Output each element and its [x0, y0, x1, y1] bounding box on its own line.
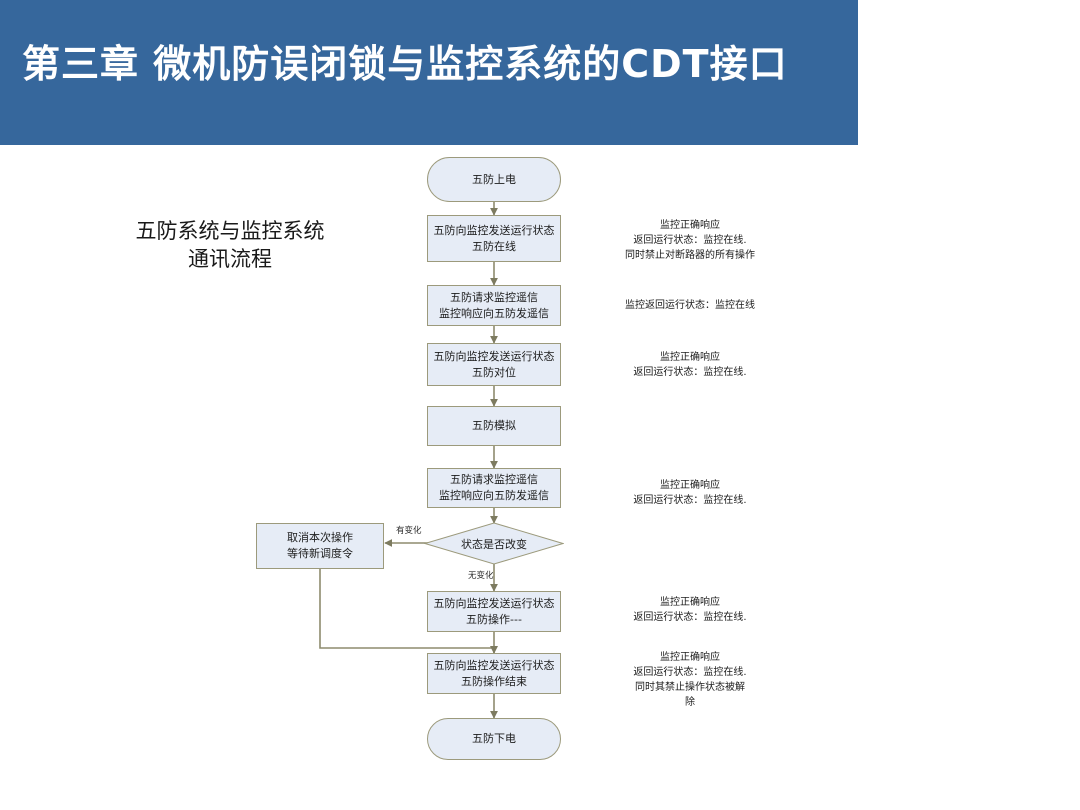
annotation-response-5-line-1: 监控正确响应 — [660, 597, 720, 608]
flow-node-send-status-operation-end-line-2: 五防操作结束 — [461, 674, 527, 688]
flow-node-send-status-online-line-2: 五防在线 — [472, 239, 516, 253]
flow-node-simulate-line-1: 五防模拟 — [472, 419, 516, 433]
annotation-response-2-line-1: 监控返回运行状态：监控在线 — [625, 300, 755, 311]
flow-node-send-status-aligned-line-2: 五防对位 — [472, 365, 516, 379]
flowchart-caption-line-1: 五防系统与监控系统 — [135, 219, 325, 243]
annotation-response-1-line-2: 返回运行状态：监控在线. — [633, 235, 747, 246]
flowchart-connectors — [319, 202, 498, 719]
flow-node-send-status-aligned-line-1: 五防向监控发送运行状态 — [433, 349, 555, 363]
annotation-response-4: 监控正确响应 返回运行状态：监控在线. — [590, 478, 790, 508]
flow-node-send-status-operation-end[interactable]: 五防向监控发送运行状态 五防操作结束 — [427, 653, 561, 694]
annotation-response-3-line-2: 返回运行状态：监控在线. — [633, 367, 747, 378]
flow-node-request-telemetry-1[interactable]: 五防请求监控遥信 监控响应向五防发遥信 — [427, 285, 561, 326]
annotation-response-6-line-3: 同时其禁止操作状态被解 — [635, 682, 745, 693]
annotation-response-1: 监控正确响应 返回运行状态：监控在线. 同时禁止对断路器的所有操作 — [590, 218, 790, 263]
annotation-response-4-line-1: 监控正确响应 — [660, 480, 720, 491]
annotation-response-1-line-3: 同时禁止对断路器的所有操作 — [625, 250, 755, 261]
flow-node-send-status-aligned[interactable]: 五防向监控发送运行状态 五防对位 — [427, 343, 561, 386]
flow-node-send-status-online-line-1: 五防向监控发送运行状态 — [433, 223, 555, 237]
annotation-response-5-line-2: 返回运行状态：监控在线. — [633, 612, 747, 623]
flow-node-send-status-operating-line-2: 五防操作--- — [466, 612, 522, 626]
annotation-response-3-line-1: 监控正确响应 — [660, 352, 720, 363]
flowchart-diagram: 五防上电 五防向监控发送运行状态 五防在线 五防请求监控遥信 监控响应向五防发遥… — [0, 145, 1080, 810]
flow-node-end[interactable]: 五防下电 — [427, 718, 561, 760]
flowchart-caption: 五防系统与监控系统 通讯流程 — [100, 218, 360, 273]
flow-node-cancel-operation[interactable]: 取消本次操作 等待新调度令 — [256, 523, 384, 569]
flow-node-start[interactable]: 五防上电 — [427, 157, 561, 202]
flow-node-end-line-1: 五防下电 — [472, 732, 516, 746]
annotation-response-4-line-2: 返回运行状态：监控在线. — [633, 495, 747, 506]
edge-label-unchanged: 无变化 — [468, 571, 494, 581]
title-banner: 第三章 微机防误闭锁与监控系统的CDT接口 — [0, 0, 858, 145]
flow-node-send-status-online[interactable]: 五防向监控发送运行状态 五防在线 — [427, 215, 561, 262]
flow-node-request-telemetry-1-line-1: 五防请求监控遥信 — [450, 290, 538, 304]
edge-label-changed: 有变化 — [396, 526, 422, 536]
annotation-response-6-line-1: 监控正确响应 — [660, 652, 720, 663]
annotation-response-6-line-2: 返回运行状态：监控在线. — [633, 667, 747, 678]
annotation-response-6-line-4: 除 — [685, 697, 695, 708]
flow-node-start-line-1: 五防上电 — [472, 172, 516, 186]
flow-node-send-status-operating[interactable]: 五防向监控发送运行状态 五防操作--- — [427, 591, 561, 632]
annotation-response-1-line-1: 监控正确响应 — [660, 220, 720, 231]
flowchart-caption-line-2: 通讯流程 — [188, 246, 272, 271]
flow-node-cancel-operation-line-2: 等待新调度令 — [287, 547, 353, 560]
flow-node-send-status-operation-end-line-1: 五防向监控发送运行状态 — [433, 658, 555, 672]
annotation-response-3: 监控正确响应 返回运行状态：监控在线. — [590, 350, 790, 380]
flow-node-cancel-operation-line-1: 取消本次操作 — [287, 531, 353, 545]
flow-node-request-telemetry-2-line-2: 监控响应向五防发遥信 — [439, 489, 549, 502]
annotation-response-6: 监控正确响应 返回运行状态：监控在线. 同时其禁止操作状态被解 除 — [590, 650, 790, 710]
flow-node-send-status-operating-line-1: 五防向监控发送运行状态 — [433, 596, 555, 610]
flow-node-request-telemetry-2[interactable]: 五防请求监控遥信 监控响应向五防发遥信 — [427, 468, 561, 508]
annotation-response-2: 监控返回运行状态：监控在线 — [590, 298, 790, 313]
annotation-response-5: 监控正确响应 返回运行状态：监控在线. — [590, 595, 790, 625]
flow-node-request-telemetry-1-line-2: 监控响应向五防发遥信 — [439, 306, 549, 320]
flow-node-request-telemetry-2-line-1: 五防请求监控遥信 — [450, 473, 538, 487]
flow-node-simulate[interactable]: 五防模拟 — [427, 406, 561, 446]
page-title: 第三章 微机防误闭锁与监控系统的CDT接口 — [22, 42, 788, 86]
